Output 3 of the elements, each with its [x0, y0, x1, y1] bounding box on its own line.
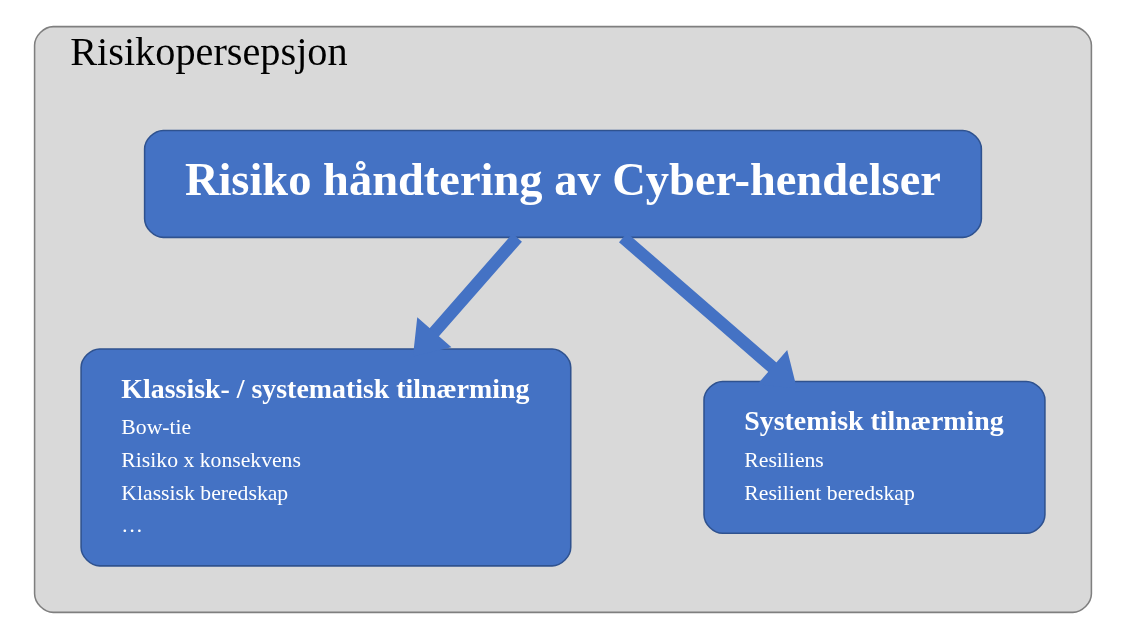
node-box: Systemisk tilnærming Resiliens Resilient beredskap: [702, 380, 1046, 535]
node-box: Klassisk- / systematisk tilnærming Bow-tie Risiko x konsekvens Klassisk beredskap …: [79, 348, 572, 567]
node-box: Risiko håndtering av Cyber-hendelser: [143, 129, 982, 239]
